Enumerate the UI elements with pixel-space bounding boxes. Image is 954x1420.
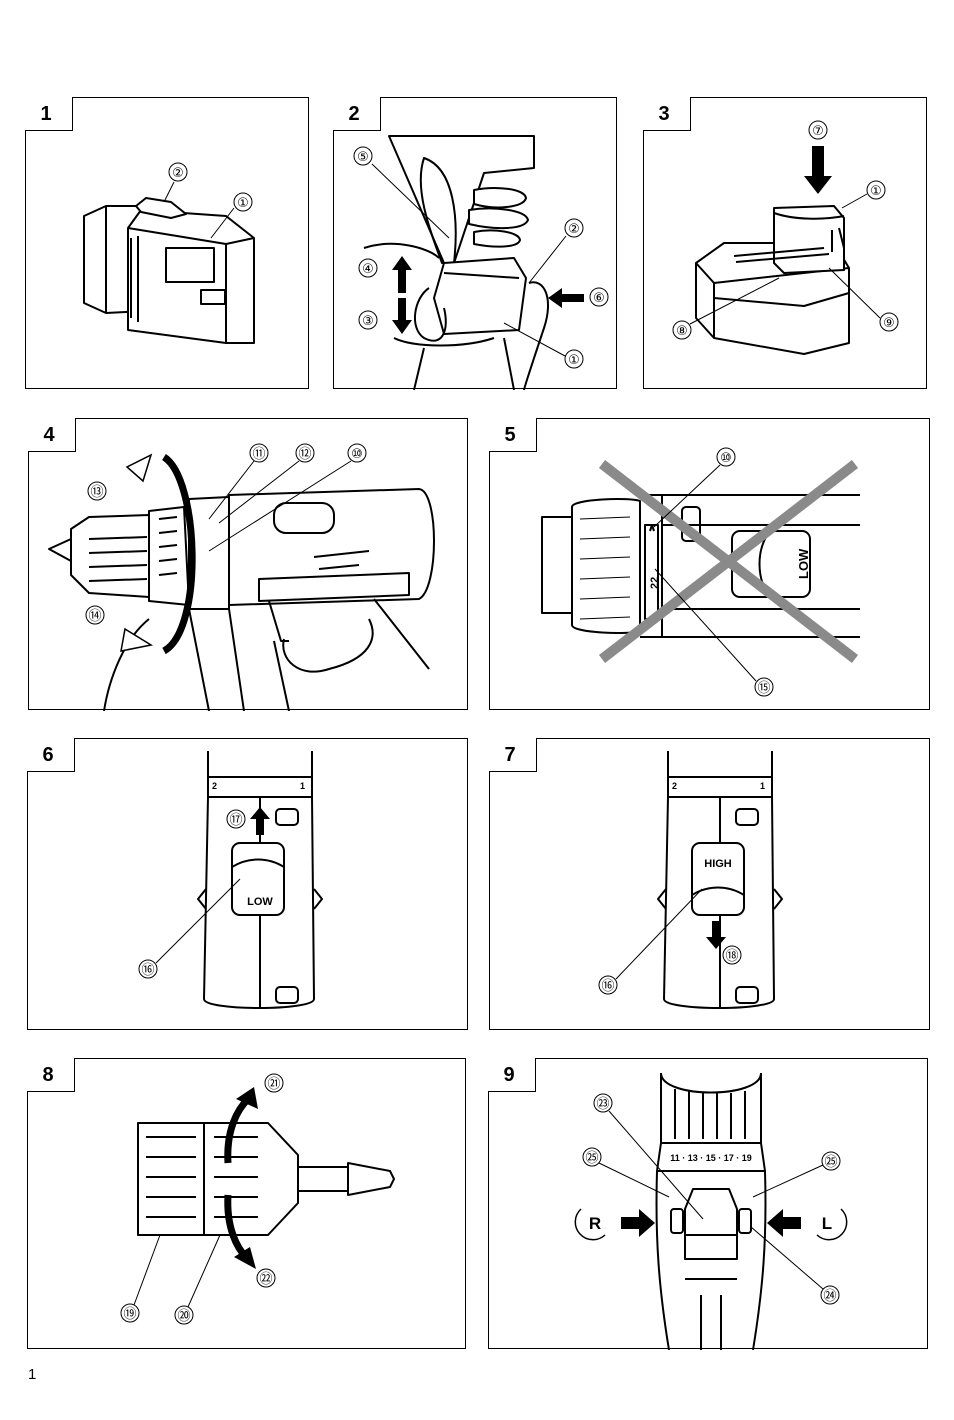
ring-left: 2: [672, 781, 677, 791]
callout-16: ⑯: [601, 979, 614, 994]
page-number: 1: [28, 1366, 37, 1383]
callout-5: ⑤: [357, 150, 369, 165]
callout-25-right: ㉕: [824, 1155, 837, 1170]
ring-right: 1: [300, 781, 305, 791]
forward-symbol: R: [589, 1214, 601, 1233]
callout-14: ⑭: [88, 609, 101, 624]
callout-18: ⑱: [725, 949, 738, 964]
ring-right: 1: [760, 781, 765, 791]
panel-number: 7: [488, 737, 537, 772]
panel-number: 8: [26, 1057, 75, 1092]
panel-5: 5 22 LOW ⑩ ⑮: [488, 417, 930, 710]
reverse-symbol: L: [822, 1214, 832, 1233]
panel-3: 3 ⑦ ① ⑧ ⑨: [642, 96, 927, 389]
panel-4: 4 ⑪ ⑫ ⑩: [27, 417, 468, 711]
panel-2: 2 ⑤ ② ④ ⑥: [332, 96, 617, 390]
panel-7: 7 2 1 HIGH ⑯ ⑱: [488, 737, 930, 1030]
callout-13: ⑬: [90, 485, 103, 500]
callout-10: ⑩: [720, 451, 732, 466]
switch-label: HIGH: [704, 858, 732, 870]
wrong-setting-illustration: 22 LOW ⑩ ⑮: [541, 447, 860, 697]
callout-8: ⑧: [676, 324, 688, 339]
callout-25-left: ㉕: [585, 1151, 598, 1166]
panel-number: 1: [24, 96, 73, 131]
battery-insert-illustration: ⑤ ② ④ ⑥ ③ ①: [353, 135, 609, 390]
charger-illustration: ⑦ ① ⑧ ⑨: [672, 120, 899, 355]
callout-6: ⑥: [593, 291, 605, 306]
panel-number: 5: [488, 417, 537, 452]
callout-15: ⑮: [757, 681, 770, 696]
callout-10: ⑩: [351, 447, 363, 462]
callout-2: ②: [568, 222, 580, 237]
callout-20: ⑳: [177, 1309, 190, 1324]
callout-3: ③: [362, 314, 374, 329]
keyless-chuck-illustration: ㉑ ㉒ ⑲ ⑳: [120, 1073, 395, 1325]
ring-number: 22: [649, 577, 661, 589]
callout-7: ⑦: [812, 124, 824, 139]
callout-17: ⑰: [229, 813, 242, 828]
panel-8: 8 ㉑ ㉒ ⑲ ⑳: [26, 1057, 466, 1349]
switch-label: LOW: [796, 548, 811, 579]
panel-number: 2: [332, 96, 381, 131]
panel-number: 3: [642, 96, 691, 131]
callout-1: ①: [237, 196, 249, 211]
low-speed-illustration: 2 1 LOW ⑰ ⑯: [138, 751, 323, 1009]
panel-number: 4: [27, 417, 76, 452]
callout-2: ②: [172, 166, 184, 181]
chuck-rotation-illustration: ⑪ ⑫ ⑩ ⑬ ⑭: [48, 443, 435, 711]
switch-label: LOW: [247, 896, 273, 908]
ring-left: 2: [212, 781, 217, 791]
panel-9: 9 11 · 13 · 15 · 17 · 19 R L ㉓ ㉕: [487, 1057, 928, 1350]
callout-22: ㉒: [259, 1272, 272, 1287]
panel-1: 1 ② ①: [24, 96, 309, 389]
callout-19: ⑲: [123, 1307, 136, 1322]
callout-9: ⑨: [883, 316, 895, 331]
callout-4: ④: [362, 262, 374, 277]
callout-1: ①: [870, 184, 882, 199]
callout-12: ⑫: [298, 447, 311, 462]
panel-number: 6: [26, 737, 75, 772]
callout-23: ㉓: [596, 1097, 609, 1112]
callout-1: ①: [568, 353, 580, 368]
reverse-switch-illustration: 11 · 13 · 15 · 17 · 19 R L ㉓ ㉕ ㉕ ㉔: [574, 1072, 848, 1350]
callout-21: ㉑: [267, 1077, 280, 1092]
battery-illustration: ② ①: [83, 162, 255, 344]
callout-16: ⑯: [141, 963, 154, 978]
panel-6: 6 2 1 LOW ⑰ ⑯: [26, 737, 468, 1030]
depth-scale: 11 · 13 · 15 · 17 · 19: [670, 1153, 752, 1163]
callout-11: ⑪: [252, 447, 265, 462]
high-speed-illustration: 2 1 HIGH ⑯ ⑱: [598, 751, 783, 1009]
callout-24: ㉔: [823, 1289, 836, 1304]
panel-number: 9: [487, 1057, 536, 1092]
